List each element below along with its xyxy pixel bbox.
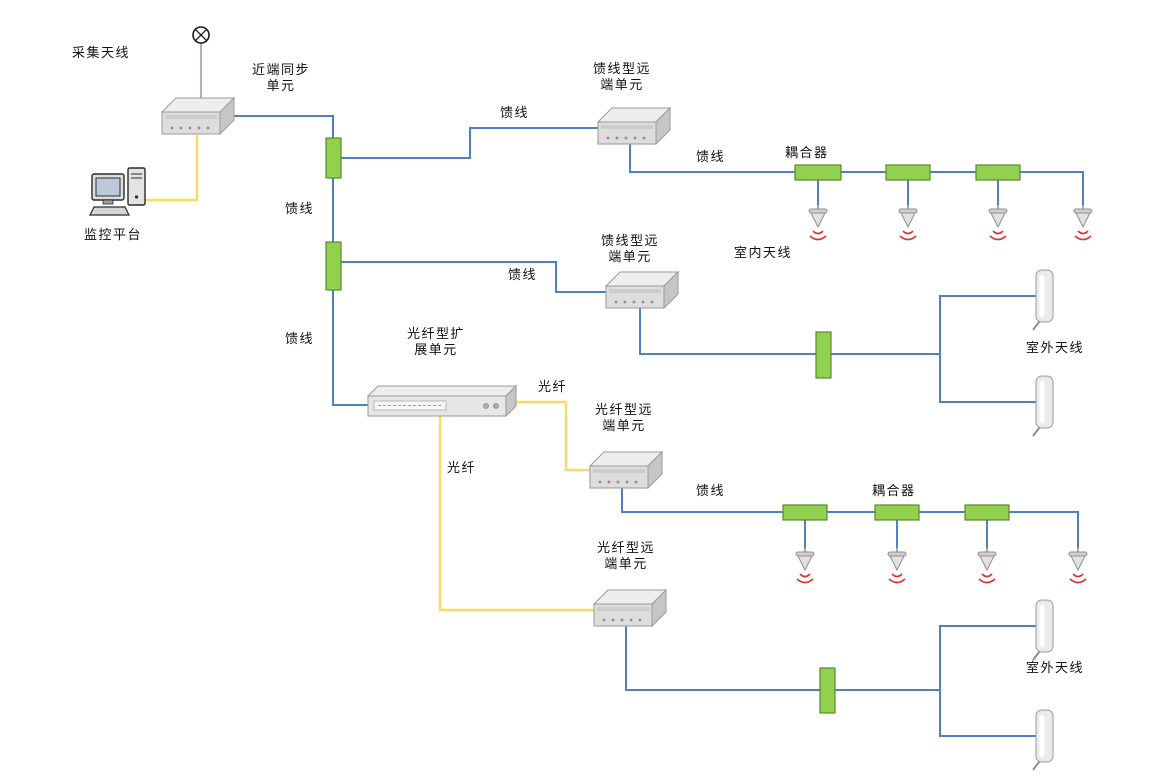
fiber-link-expansion-to-remote-upper bbox=[510, 400, 590, 472]
feeder-bus-indoor-row1 bbox=[629, 144, 1084, 205]
feeder-branch-outdoor-lower bbox=[939, 625, 1036, 737]
coupler-row2-2 bbox=[874, 504, 920, 521]
indoor-antenna-row2-3 bbox=[977, 547, 997, 584]
feeder-label-1: 馈线 bbox=[500, 106, 530, 121]
feeder-link-coupler2-to-expansion bbox=[332, 290, 368, 406]
collect-antenna-label: 采集天线 bbox=[72, 46, 131, 61]
feeder-branch-outdoor-upper bbox=[939, 295, 1036, 403]
feeder-link-nearend-to-coupler1 bbox=[220, 115, 334, 140]
feeder-remote-unit-top-device bbox=[597, 107, 671, 145]
fiber-remote-unit-upper-label: 光纤型远 端单元 bbox=[578, 403, 670, 435]
near-end-sync-unit-device bbox=[161, 97, 235, 135]
fiber-remote-unit-upper-label-line1: 光纤型远 bbox=[594, 403, 653, 418]
outdoor-antenna-label-lower: 室外天线 bbox=[1026, 661, 1085, 676]
monitor-platform-computer bbox=[89, 167, 146, 216]
monitor-cable-link bbox=[145, 135, 199, 202]
feeder-remote-unit-mid-label-line1: 馈线型远 bbox=[600, 234, 659, 249]
fiber-remote-unit-lower-label-line1: 光纤型远 bbox=[596, 541, 655, 556]
indoor-antenna-row2-2 bbox=[887, 547, 907, 584]
outdoor-antenna-upper-2 bbox=[1032, 375, 1054, 437]
indoor-antenna-row1-4 bbox=[1073, 204, 1093, 241]
outdoor-antenna-upper-1 bbox=[1032, 269, 1054, 331]
feeder-link-coupler1-to-remote-top bbox=[341, 127, 598, 159]
feeder-remote-unit-top-label: 馈线型远 端单元 bbox=[576, 62, 668, 94]
feeder-remote-unit-top-label-line2: 端单元 bbox=[600, 78, 644, 93]
collect-antenna-icon bbox=[192, 26, 210, 44]
coupler-outdoor-upper bbox=[815, 331, 832, 379]
near-end-sync-unit-label-line1: 近端同步 bbox=[251, 63, 310, 78]
coupler-row1-2 bbox=[885, 164, 931, 181]
fiber-expansion-unit-label-line1: 光纤型扩 bbox=[406, 327, 465, 342]
fiber-expansion-unit-device bbox=[367, 385, 517, 417]
fiber-remote-unit-lower-label: 光纤型远 端单元 bbox=[580, 541, 672, 573]
feeder-remote-unit-mid-label-line2: 端单元 bbox=[608, 250, 652, 265]
near-end-sync-unit-label-line2: 单元 bbox=[266, 79, 296, 94]
coupler-label-row2: 耦合器 bbox=[872, 484, 916, 499]
indoor-antenna-row1-1 bbox=[808, 204, 828, 241]
fiber-remote-unit-lower-device bbox=[593, 589, 667, 627]
outdoor-antenna-label-upper: 室外天线 bbox=[1026, 341, 1085, 356]
feeder-label-3: 馈线 bbox=[508, 268, 538, 283]
outdoor-antenna-lower-2 bbox=[1032, 709, 1054, 771]
coupler-row2-3 bbox=[964, 504, 1010, 521]
coupler-vertical-2 bbox=[325, 241, 342, 291]
fiber-label-2: 光纤 bbox=[447, 461, 477, 476]
indoor-antenna-row2-4 bbox=[1068, 547, 1088, 584]
fiber-remote-unit-lower-label-line2: 端单元 bbox=[604, 557, 648, 572]
indoor-antenna-label: 室内天线 bbox=[734, 246, 793, 261]
fiber-expansion-unit-label: 光纤型扩 展单元 bbox=[394, 327, 478, 359]
feeder-label-2: 馈线 bbox=[285, 202, 315, 217]
fiber-label-1: 光纤 bbox=[538, 380, 568, 395]
feeder-link-remote-mid-to-outdoor-coupler bbox=[639, 308, 940, 355]
feeder-remote-unit-mid-device bbox=[605, 271, 679, 309]
fiber-expansion-unit-label-line2: 展单元 bbox=[414, 343, 458, 358]
feeder-label-5: 馈线 bbox=[696, 150, 726, 165]
fiber-link-expansion-to-remote-lower bbox=[438, 416, 594, 612]
feeder-link-remote-lower-to-outdoor-coupler bbox=[625, 626, 940, 691]
feeder-bus-indoor-row2 bbox=[621, 488, 1079, 548]
coupler-vertical-1 bbox=[325, 137, 342, 179]
near-end-sync-unit-label: 近端同步 单元 bbox=[243, 63, 319, 95]
indoor-antenna-row1-3 bbox=[988, 204, 1008, 241]
feeder-remote-unit-mid-label: 馈线型远 端单元 bbox=[584, 234, 676, 266]
feeder-remote-unit-top-label-line1: 馈线型远 bbox=[592, 62, 651, 77]
coupler-row1-1 bbox=[794, 164, 842, 181]
feeder-link-coupler2-to-remote-mid bbox=[341, 261, 606, 293]
coupler-outdoor-lower bbox=[819, 667, 836, 714]
feeder-label-4: 馈线 bbox=[285, 332, 315, 347]
indoor-antenna-row2-1 bbox=[795, 547, 815, 584]
indoor-antenna-row1-2 bbox=[898, 204, 918, 241]
monitor-platform-label: 监控平台 bbox=[84, 228, 143, 243]
fiber-remote-unit-upper-label-line2: 端单元 bbox=[602, 419, 646, 434]
fiber-remote-unit-upper-device bbox=[589, 451, 663, 489]
coupler-label-row1: 耦合器 bbox=[785, 146, 829, 161]
coupler-row2-1 bbox=[782, 504, 828, 521]
feeder-label-6: 馈线 bbox=[696, 484, 726, 499]
outdoor-antenna-lower-1 bbox=[1032, 599, 1054, 661]
coupler-row1-3 bbox=[975, 164, 1021, 181]
